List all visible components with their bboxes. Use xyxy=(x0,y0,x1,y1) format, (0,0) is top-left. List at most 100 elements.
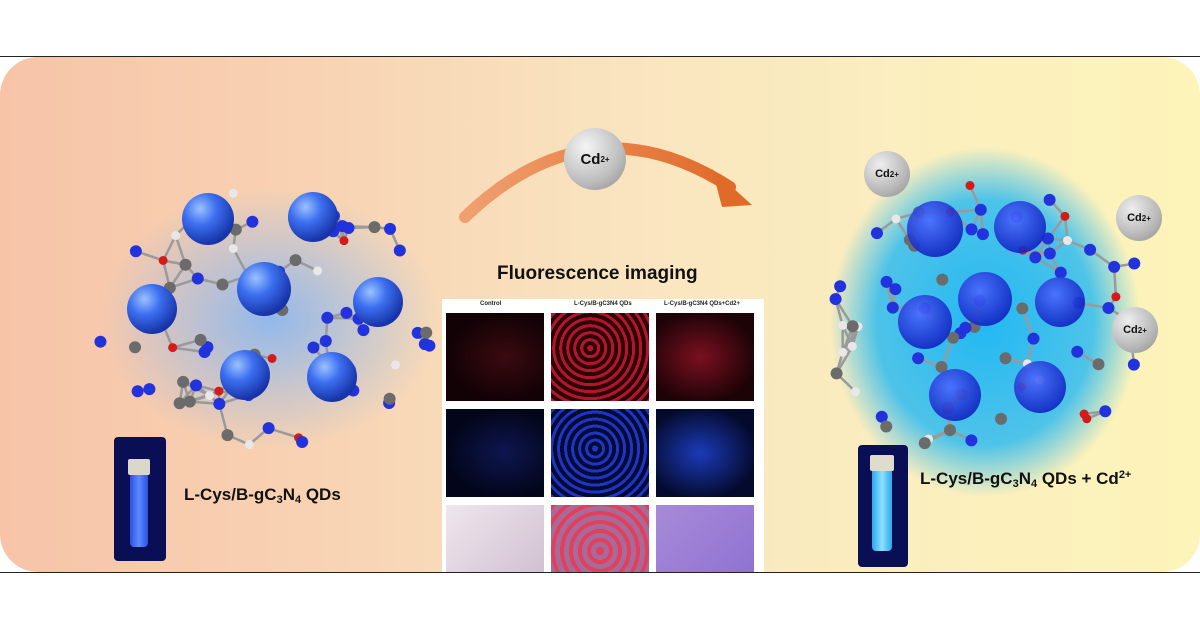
atom xyxy=(870,227,883,240)
atom xyxy=(959,321,972,334)
atom xyxy=(342,222,355,235)
atom xyxy=(131,385,144,398)
left-vial-photo xyxy=(114,437,166,561)
quantum-dot xyxy=(898,295,952,349)
atom xyxy=(965,434,978,447)
left-label: L-Cys/B-gC3N4 QDs xyxy=(184,485,341,506)
atom xyxy=(393,244,406,257)
quantum-dot xyxy=(288,192,338,242)
quantum-dot xyxy=(929,369,981,421)
atom xyxy=(1092,358,1105,371)
atom xyxy=(339,236,349,246)
atom xyxy=(177,375,190,388)
atom xyxy=(384,222,397,235)
grid-header-qds-cd: L-Cys/B-gC3N4 QDs+Cd2+ xyxy=(664,301,741,307)
atom xyxy=(198,346,211,359)
image-control-blue xyxy=(446,409,544,497)
atom xyxy=(880,275,893,288)
atom xyxy=(246,215,259,228)
top-border xyxy=(0,56,1200,57)
atom xyxy=(1027,332,1040,345)
atom xyxy=(1060,211,1070,221)
atom xyxy=(1071,345,1084,358)
arrow-head xyxy=(712,169,752,207)
image-qds-cd-red xyxy=(656,313,754,401)
cd-ion-charge: 2+ xyxy=(600,154,610,164)
quantum-dot xyxy=(907,201,963,257)
image-control-merge xyxy=(446,505,544,572)
atom xyxy=(1054,266,1067,279)
atom xyxy=(936,273,949,286)
atom xyxy=(846,320,859,333)
imaging-title: Fluorescence imaging xyxy=(497,263,698,284)
scene-svg xyxy=(94,142,1156,497)
atom xyxy=(995,412,1008,425)
quantum-dot xyxy=(1035,277,1085,327)
atom xyxy=(918,437,931,450)
atom xyxy=(191,272,204,285)
atom xyxy=(228,188,238,198)
image-qds-blue xyxy=(551,409,649,497)
atom xyxy=(391,360,401,370)
atom xyxy=(834,280,847,293)
quantum-dot xyxy=(237,262,291,316)
atom xyxy=(313,266,323,276)
atom xyxy=(1082,414,1092,424)
atom xyxy=(340,306,353,319)
image-qds-merge xyxy=(551,505,649,572)
atom xyxy=(1111,292,1121,302)
atom xyxy=(838,347,848,357)
quantum-dot xyxy=(353,277,403,327)
grid-header-control: Control xyxy=(480,301,502,307)
atom xyxy=(194,333,207,346)
atom xyxy=(1016,302,1029,315)
atom xyxy=(1041,232,1054,245)
atom xyxy=(838,320,848,330)
atom xyxy=(965,181,975,191)
atom xyxy=(173,397,186,410)
atom xyxy=(829,293,842,306)
fluorescence-image-grid: Control L-Cys/B-gC3N4 QDs L-Cys/B-gC3N4 … xyxy=(442,299,764,572)
atom xyxy=(965,223,978,236)
atom xyxy=(289,254,302,267)
atom xyxy=(129,341,142,354)
atom xyxy=(418,338,431,351)
atom xyxy=(262,422,275,435)
right-vial-photo xyxy=(858,445,908,567)
atom xyxy=(244,439,254,449)
atom xyxy=(228,244,238,254)
atom xyxy=(976,228,989,241)
atom xyxy=(1102,301,1115,314)
atom xyxy=(1108,260,1121,273)
atom xyxy=(999,352,1012,365)
atom xyxy=(296,435,309,448)
atom xyxy=(158,255,168,265)
atom xyxy=(307,341,320,354)
atom xyxy=(891,214,901,224)
atom xyxy=(420,326,433,339)
quantum-dot xyxy=(307,352,357,402)
atom xyxy=(171,231,181,241)
atom xyxy=(889,283,902,296)
atom xyxy=(411,326,424,339)
atom xyxy=(880,420,893,433)
atom xyxy=(847,341,857,351)
atom xyxy=(129,245,142,258)
atom xyxy=(205,391,215,401)
atom xyxy=(216,278,229,291)
quantum-dot xyxy=(127,284,177,334)
grid-header-qds: L-Cys/B-gC3N4 QDs xyxy=(574,301,632,307)
atom xyxy=(1128,257,1141,270)
atom xyxy=(1063,236,1073,246)
bottom-border xyxy=(0,572,1200,573)
quantum-dot xyxy=(220,350,270,400)
right-label: L-Cys/B-gC3N4 QDs + Cd2+ xyxy=(920,469,1132,490)
atom xyxy=(214,386,224,396)
image-qds-cd-blue xyxy=(656,409,754,497)
atom xyxy=(1043,193,1056,206)
image-qds-cd-merge xyxy=(656,505,754,572)
